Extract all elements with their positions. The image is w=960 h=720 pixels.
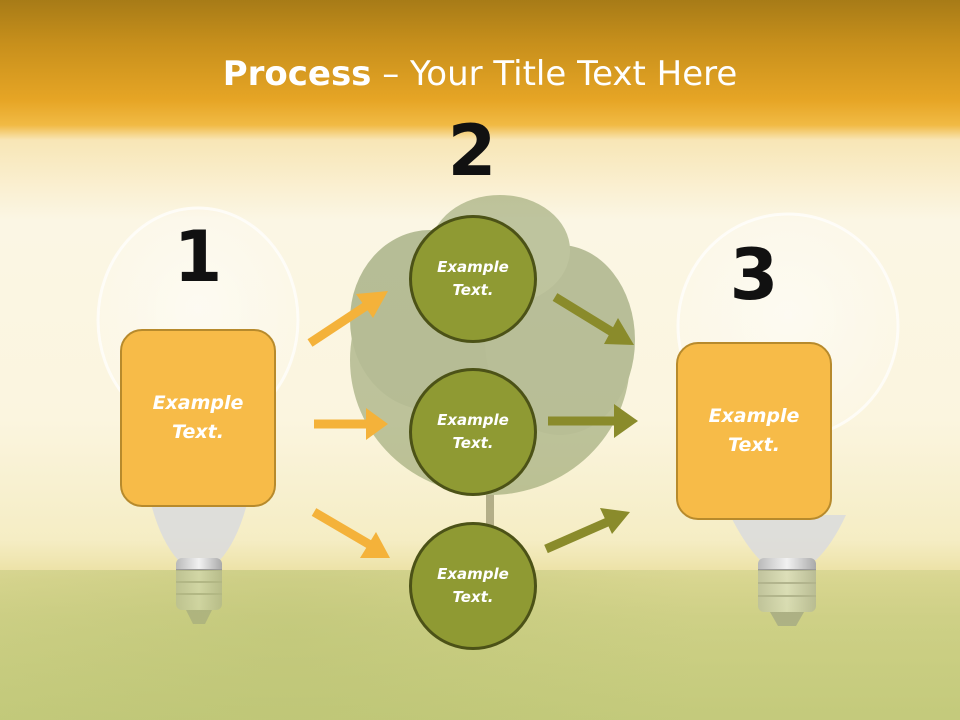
circle-middle: Example Text. [409, 368, 537, 496]
circle-bottom-text: Example Text. [437, 565, 509, 606]
left-text-box: Example Text. [120, 329, 276, 507]
title-bold: Process [222, 54, 372, 94]
arrow-bottom-to-right [544, 508, 630, 554]
circle-bottom: Example Text. [409, 522, 537, 650]
arrow-left-to-bottom [311, 508, 390, 558]
title-rest: – Your Title Text Here [371, 54, 738, 94]
arrow-left-to-top [307, 291, 388, 347]
arrow-left-to-middle [314, 408, 388, 440]
arrow-top-to-right [552, 293, 634, 345]
right-box-text: Example Text. [708, 405, 800, 456]
circle-top-text: Example Text. [437, 258, 509, 299]
right-text-box: Example Text. [676, 342, 832, 520]
step-number-3: 3 [729, 234, 779, 316]
step-number-2: 2 [447, 110, 497, 192]
arrow-middle-to-right [548, 404, 638, 438]
circle-top: Example Text. [409, 215, 537, 343]
step-number-1: 1 [173, 216, 223, 298]
circle-middle-text: Example Text. [437, 411, 509, 452]
slide-title: Process – Your Title Text Here [0, 52, 960, 96]
left-box-text: Example Text. [152, 392, 244, 443]
